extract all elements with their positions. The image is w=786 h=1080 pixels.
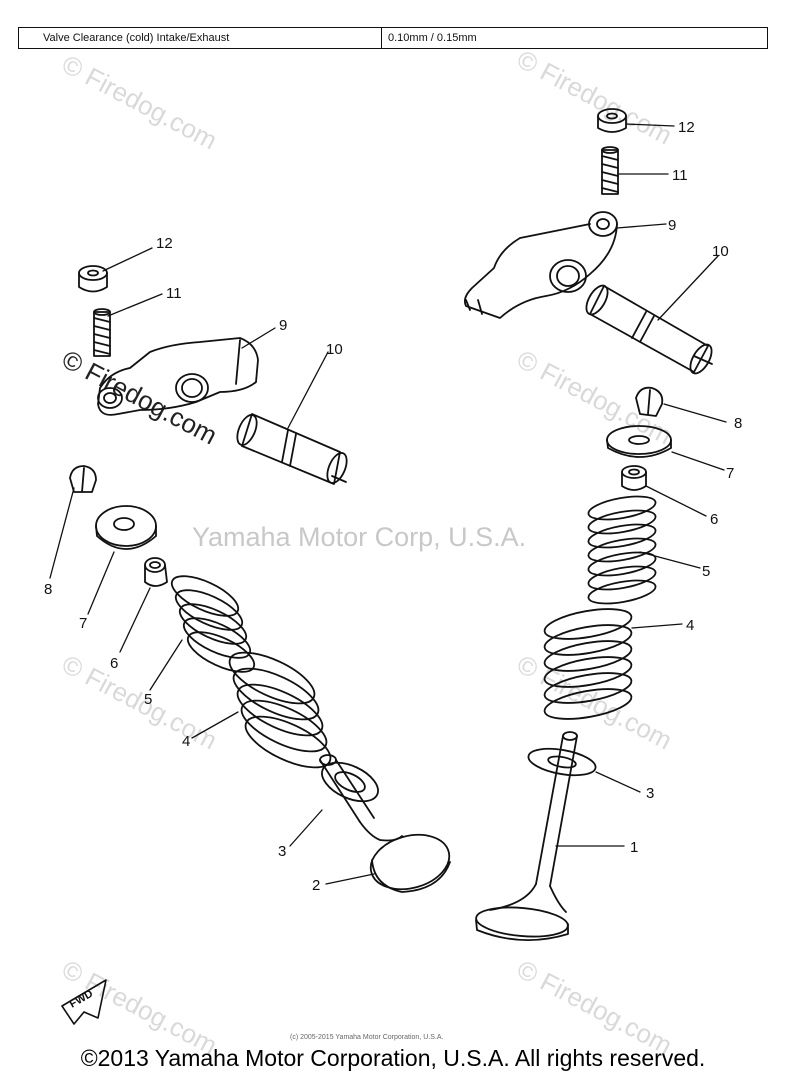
right-valve-cotter [635,386,664,417]
callout-number: 3 [646,785,654,802]
callout-number: 10 [712,243,729,260]
spec-value: 0.10mm / 0.15mm [388,32,477,44]
copyright-notice: ©2013 Yamaha Motor Corporation, U.S.A. A… [80,1045,706,1071]
callout-number: 4 [182,733,190,750]
callout-number: 8 [734,415,742,432]
watermark-main: Yamaha Motor Corp, U.S.A. [192,522,526,552]
fwd-label: FWD [68,988,96,1011]
watermark-site: © Firedog.com [57,49,222,156]
callout-number: 12 [678,119,695,136]
fwd-arrow [61,979,107,1025]
left-exhaust-valve [319,754,451,893]
callout-number: 11 [166,285,182,302]
watermark-site: © Firedog.com [512,649,677,756]
callout-number: 2 [312,877,320,894]
callout-number: 5 [144,691,152,708]
right-valve-seal [621,465,647,491]
watermark-site: © Firedog.com [512,44,677,151]
left-valve-seal [144,557,168,587]
watermark-layer: © Firedog.com © Firedog.com © Firedog.co… [57,44,677,1061]
callout-number: 7 [726,465,734,482]
right-rocker-arm [463,211,618,319]
left-adjuster-screw [93,308,111,357]
callout-number: 1 [630,839,638,856]
right-outer-spring [543,608,633,720]
callout-number: 3 [278,843,286,860]
right-spring-seat [527,747,597,777]
watermark-site: © Firedog.com [57,649,222,756]
callout-number: 8 [44,581,52,598]
left-locknut [78,265,108,293]
spec-label: Valve Clearance (cold) Intake/Exhaust [19,28,382,48]
callout-number: 5 [702,563,710,580]
watermark-site: © Firedog.com [512,344,677,451]
spec-table: Valve Clearance (cold) Intake/Exhaust 0.… [18,27,768,49]
fine-print: (c) 2005-2015 Yamaha Motor Corporation, … [290,1034,443,1041]
callout-number: 11 [672,167,688,184]
right-locknut [597,108,627,133]
callout-number: 7 [79,615,87,632]
callout-number: 9 [279,317,287,334]
callouts-left: 12 11 9 10 8 7 6 5 4 3 2 [44,235,343,894]
callout-number: 12 [156,235,173,252]
callout-number: 10 [326,341,343,358]
right-spring-retainer [606,425,672,458]
left-rocker-arm [97,337,259,416]
right-adjuster-screw [601,146,619,195]
left-outer-spring [228,651,332,769]
right-intake-valve [475,731,578,941]
callout-number: 6 [710,511,718,528]
left-valve-cotter [69,465,97,493]
callouts-right: 12 11 9 10 8 7 6 5 4 3 1 [630,119,742,856]
right-inner-spring [587,495,657,605]
callout-number: 9 [668,217,676,234]
callout-number: 4 [686,617,694,634]
leader-lines [49,123,727,885]
left-rocker-shaft [236,413,348,485]
callout-number: 6 [110,655,118,672]
left-spring-retainer [95,505,157,550]
right-rocker-shaft [585,284,713,375]
left-inner-spring [170,575,256,673]
